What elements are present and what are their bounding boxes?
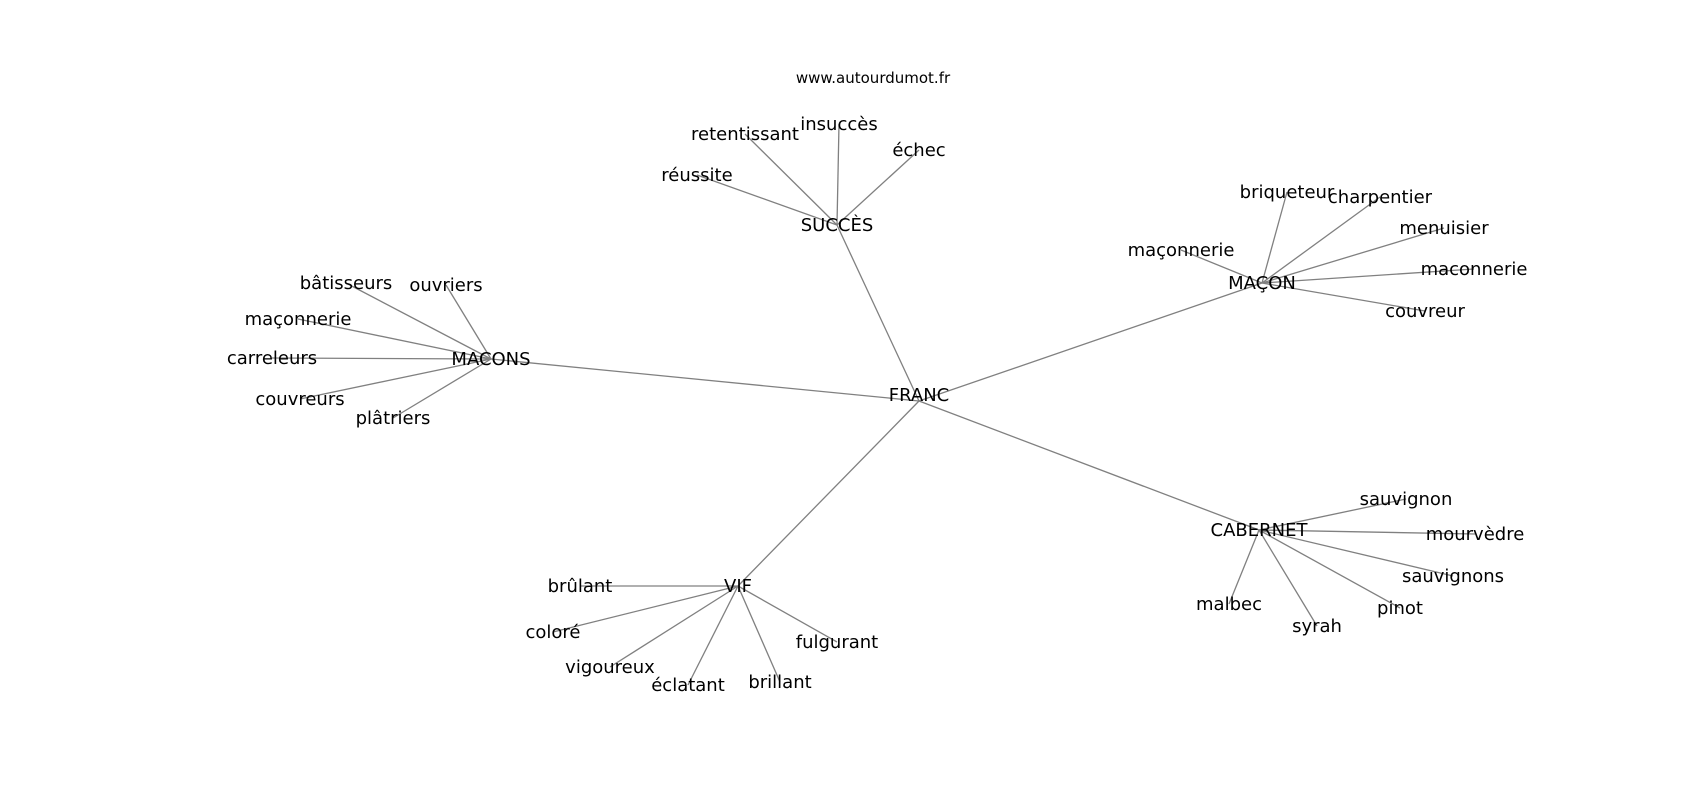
edge-hub-leaf [1228, 529, 1260, 605]
edge-hub-leaf [1261, 268, 1475, 284]
edge-hub-leaf [609, 585, 739, 668]
edge-hub-leaf [1261, 227, 1445, 284]
edge-hub-leaf [552, 585, 739, 633]
edge-hub-leaf [345, 282, 492, 360]
edge-hub-leaf [1261, 282, 1426, 312]
node-leaf[interactable]: réussite [661, 165, 732, 186]
edge-center-hub [490, 358, 920, 402]
edge-hub-leaf [1180, 249, 1263, 284]
edge-hub-leaf [271, 357, 492, 360]
node-leaf[interactable]: bâtisseurs [300, 273, 393, 294]
node-leaf[interactable]: sauvignons [1402, 566, 1504, 587]
node-leaf[interactable]: échec [892, 140, 945, 161]
edge-hub-leaf [836, 123, 840, 226]
node-leaf[interactable]: pinot [1377, 598, 1423, 619]
edge-hub-leaf [1258, 529, 1401, 609]
edge-center-hub [918, 400, 1260, 531]
node-leaf[interactable]: maçonnerie [1128, 240, 1235, 261]
edge-hub-leaf [1258, 529, 1454, 577]
edge-hub-leaf [1258, 529, 1318, 627]
edge-hub-leaf [744, 133, 838, 226]
edge-hub-leaf [737, 585, 838, 643]
edge-center-hub [918, 282, 1263, 402]
node-leaf[interactable]: fulgurant [796, 632, 878, 653]
edge-hub-leaf [1261, 196, 1381, 284]
node-leaf[interactable]: éclatant [651, 675, 725, 696]
node-leaf[interactable]: plâtriers [356, 408, 431, 429]
edge-hub-leaf [392, 358, 492, 419]
graph-edges [271, 123, 1476, 686]
node-leaf[interactable]: sauvignon [1360, 489, 1453, 510]
node-hub[interactable]: VIF [724, 576, 752, 597]
node-leaf[interactable]: malbec [1196, 594, 1262, 615]
watermark[interactable]: www.autourdumot.fr [796, 69, 951, 87]
node-leaf[interactable]: brûlant [548, 576, 613, 597]
node-leaf[interactable]: insuccès [800, 114, 877, 135]
edge-hub-leaf [696, 174, 838, 226]
edge-hub-leaf [297, 318, 492, 360]
node-leaf[interactable]: ouvriers [409, 275, 482, 296]
edge-hub-leaf [836, 149, 920, 226]
graph-labels: www.autourdumot.fr FRANC SUCCÈSinsuccèsr… [227, 69, 1528, 696]
node-leaf[interactable]: mourvèdre [1426, 524, 1525, 545]
node-center[interactable]: FRANC [889, 385, 949, 406]
node-hub[interactable]: MACONS [451, 349, 530, 370]
node-leaf[interactable]: couvreur [1385, 301, 1465, 322]
node-leaf[interactable]: carreleurs [227, 348, 317, 369]
node-hub[interactable]: CABERNET [1211, 520, 1309, 541]
edge-center-hub [836, 224, 920, 402]
node-leaf[interactable]: coloré [525, 622, 580, 643]
node-hub[interactable]: SUCCÈS [801, 214, 874, 236]
node-leaf[interactable]: syrah [1292, 616, 1342, 637]
node-hub[interactable]: MAÇON [1228, 273, 1296, 294]
node-leaf[interactable]: brillant [748, 672, 811, 693]
edge-hub-leaf [299, 358, 492, 400]
node-leaf[interactable]: briqueteur [1240, 182, 1335, 203]
node-leaf[interactable]: couvreurs [255, 389, 344, 410]
node-leaf[interactable]: retentissant [691, 124, 799, 145]
edge-hub-leaf [445, 284, 492, 360]
edge-hub-leaf [1261, 191, 1288, 284]
node-leaf[interactable]: maçonnerie [245, 309, 352, 330]
node-leaf[interactable]: menuisier [1399, 218, 1489, 239]
edge-hub-leaf [1258, 529, 1476, 535]
node-leaf[interactable]: vigoureux [565, 657, 655, 678]
edge-hub-leaf [737, 585, 781, 683]
edge-hub-leaf [1258, 498, 1407, 531]
node-leaf[interactable]: charpentier [1328, 187, 1433, 208]
node-leaf[interactable]: maconnerie [1421, 259, 1528, 280]
edge-hub-leaf [687, 585, 739, 686]
edge-center-hub [737, 400, 920, 587]
